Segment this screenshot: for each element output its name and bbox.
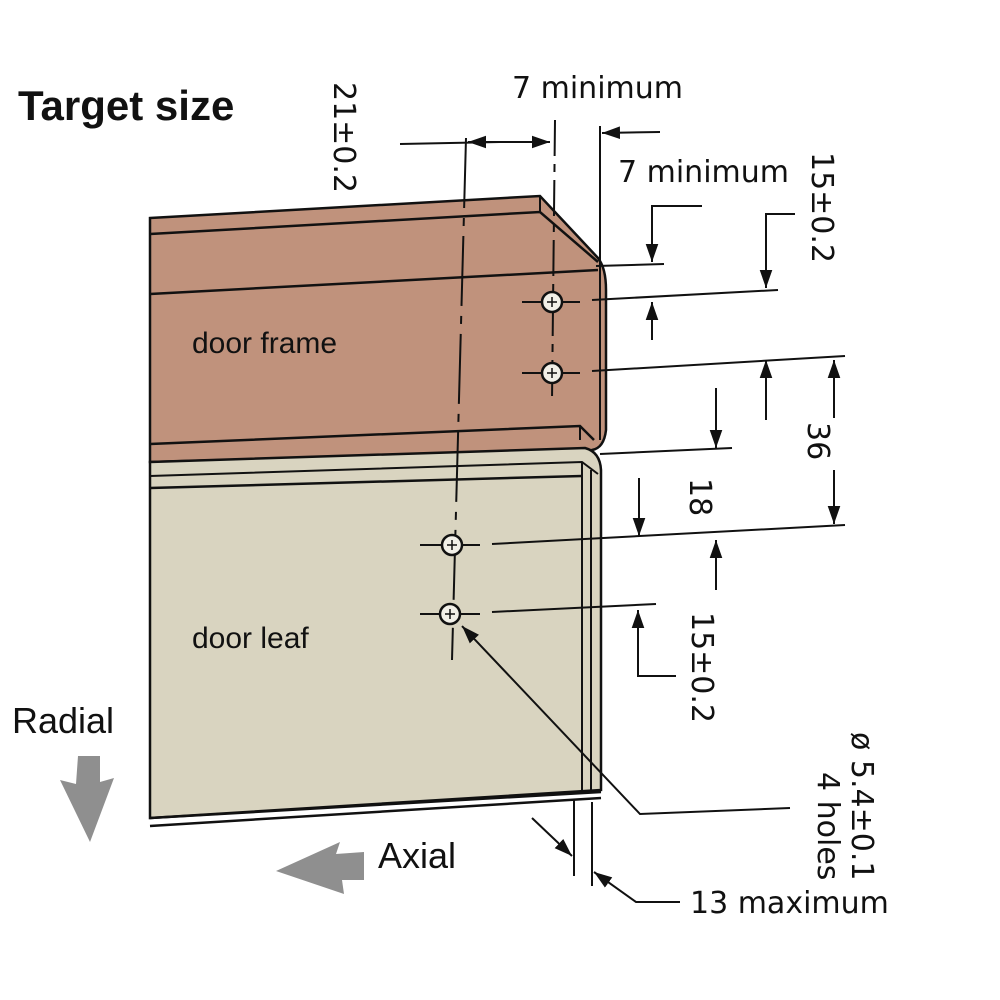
door-frame-label: door frame	[192, 327, 337, 360]
dim-15-leaf: 15±0.2	[631, 610, 719, 723]
svg-text:4 holes: 4 holes	[810, 772, 845, 880]
svg-text:21±0.2: 21±0.2	[326, 82, 361, 193]
door-leaf-label: door leaf	[192, 622, 309, 655]
svg-text:7 minimum: 7 minimum	[512, 71, 683, 106]
axial-direction: Axial	[276, 835, 456, 894]
radial-arrow-icon	[60, 756, 114, 842]
dim-18: 18	[632, 388, 723, 590]
svg-text:15±0.2: 15±0.2	[804, 152, 839, 263]
door-frame: door frame	[148, 194, 608, 464]
dim-7-minimum-top: 7 minimum	[512, 71, 683, 139]
frame-hole-1	[522, 290, 580, 314]
dim-21: 21±0.2	[326, 82, 550, 193]
leaf-hole-2	[420, 602, 480, 626]
dim-7-minimum-second: 7 minimum	[618, 155, 789, 340]
svg-text:13 maximum: 13 maximum	[690, 886, 889, 921]
svg-text:7 minimum: 7 minimum	[618, 155, 789, 190]
svg-text:18: 18	[682, 478, 717, 516]
svg-text:15±0.2: 15±0.2	[684, 612, 719, 723]
radial-direction: Radial	[12, 700, 114, 842]
svg-text:ø 5.4±0.1: ø 5.4±0.1	[844, 732, 879, 880]
door-leaf: door leaf	[148, 446, 603, 828]
dim-13-maximum: 13 maximum	[531, 800, 889, 921]
dim-36: 36	[800, 360, 841, 524]
svg-text:36: 36	[800, 422, 835, 460]
axial-label: Axial	[378, 835, 456, 876]
axial-arrow-icon	[276, 842, 364, 894]
leaf-hole-1	[420, 533, 480, 557]
title: Target size	[18, 82, 234, 129]
center-lines	[451, 119, 556, 661]
radial-label: Radial	[12, 700, 114, 741]
holes	[420, 290, 580, 626]
dim-15-frame: 15±0.2	[759, 152, 839, 420]
frame-hole-2	[522, 361, 580, 385]
extension-lines	[399, 126, 846, 613]
dim-hole-diameter: ø 5.4±0.1 4 holes	[461, 625, 879, 880]
